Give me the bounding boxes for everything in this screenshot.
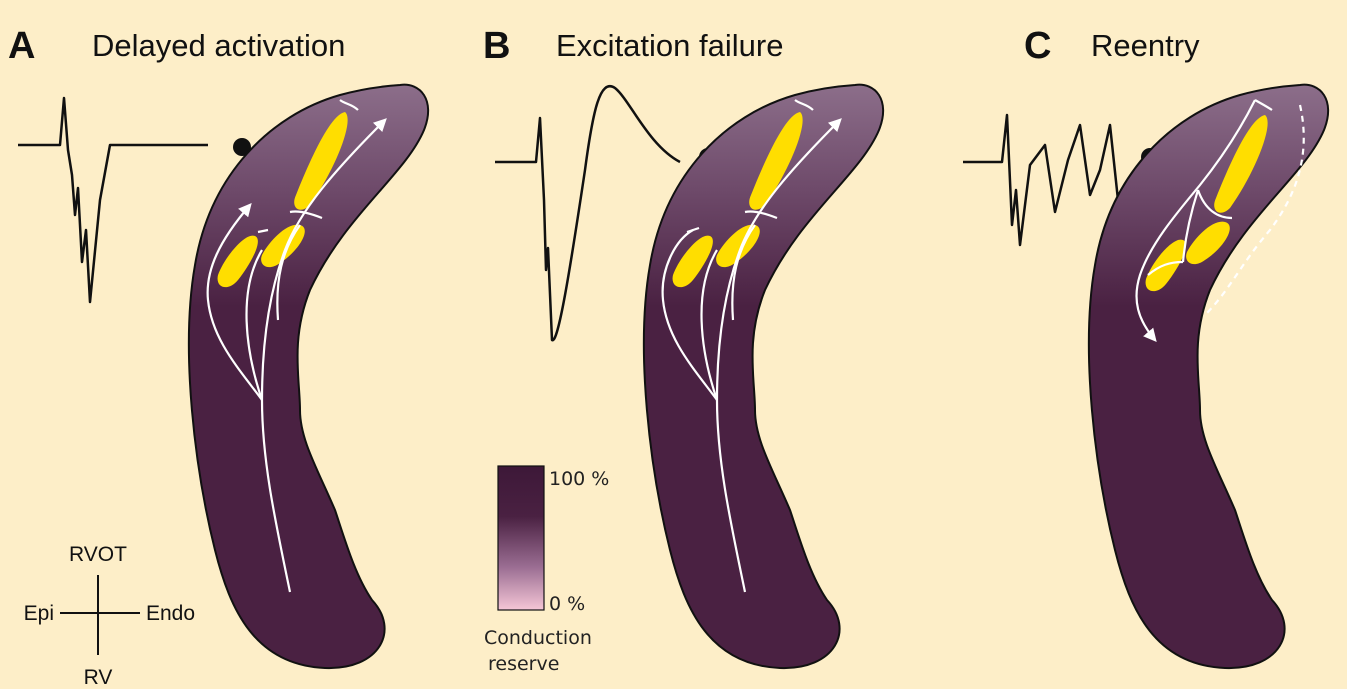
- orientation-top-label: RVOT: [69, 543, 127, 566]
- panel-a-letter: A: [8, 25, 35, 67]
- panel-c-letter: C: [1024, 25, 1051, 67]
- orientation-left-label: Epi: [24, 602, 54, 625]
- orientation-bottom-label: RV: [84, 666, 113, 689]
- orientation-right-label: Endo: [146, 602, 195, 625]
- scale-max-label: 100 %: [549, 468, 609, 490]
- scale-title-line1: Conduction: [484, 627, 592, 649]
- panel-b-letter: B: [483, 25, 510, 67]
- panel-c-title: Reentry: [1091, 28, 1200, 63]
- scale-min-label: 0 %: [549, 593, 585, 615]
- panel-b-title: Excitation failure: [556, 28, 783, 63]
- conduction-reserve-scale-bar: [498, 466, 544, 610]
- scale-title-line2: reserve: [488, 653, 559, 675]
- panel-a-title: Delayed activation: [92, 28, 345, 63]
